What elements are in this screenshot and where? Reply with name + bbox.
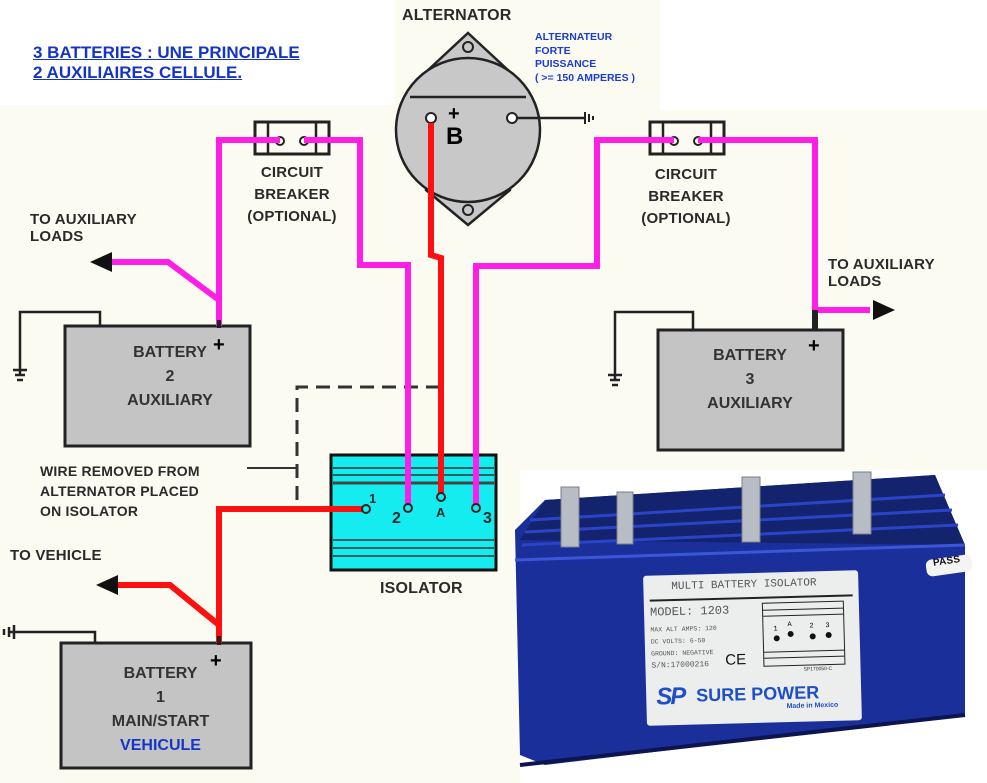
product-max-amps: MAX ALT AMPS: 120 (650, 624, 717, 634)
battery-1-vehicle-note: VEHICULE (120, 737, 201, 754)
product-model: MODEL: 1203 (649, 603, 730, 620)
isolator-terminal-1: 1 (369, 491, 377, 506)
alternator-note: ALTERNATEUR FORTE PUISSANCE ( >= 150 AMP… (535, 31, 635, 84)
to-vehicle-label: TO VEHICLE (10, 547, 102, 564)
battery-3-label: BATTERY 3 AUXILIARY (707, 347, 793, 412)
product-ground: GROUND: NEGATIVE (651, 649, 714, 658)
sure-power-logo-icon: SP (655, 682, 685, 711)
product-studs (560, 471, 872, 548)
title-line-2: 2 AUXILIAIRES CELLULE. (33, 63, 243, 82)
isolator-terminal-3: 3 (483, 510, 493, 527)
isolator-terminals (361, 492, 481, 514)
battery-2-label: BATTERY 2 AUXILIARY (127, 344, 213, 409)
battery-2-body (63, 324, 252, 448)
product-serial: S/N:17000216 (651, 660, 710, 671)
arrow-right-loads (873, 300, 895, 320)
battery-2-plus: + (213, 334, 225, 356)
battery-3-body (656, 328, 845, 452)
isolator-terminal-a: A (436, 505, 446, 520)
alternator-plus: + (448, 103, 460, 125)
battery-1-plus: + (210, 650, 222, 672)
ground-wires (2, 310, 695, 643)
left-aux-loads-label: TO AUXILIARY LOADS (30, 211, 137, 245)
product-label-title: MULTI BATTERY ISOLATOR (671, 577, 817, 594)
battery-1-label: BATTERY 1 MAIN/START VEHICULE (53, 662, 268, 758)
product-part-code: SP170050-C (803, 665, 833, 673)
made-in: Made in Mexico (786, 701, 839, 711)
product-label: MULTI BATTERY ISOLATOR MODEL: 1203 MAX A… (643, 570, 862, 726)
battery-3-plus: + (808, 335, 820, 357)
battery-1-body (59, 641, 253, 770)
pass-badge-shape (925, 554, 973, 577)
aux-wires (110, 137, 870, 505)
alternator-b-terminal: B (446, 123, 464, 150)
circuit-breaker-right-label: CIRCUIT BREAKER (OPTIONAL) (641, 166, 731, 227)
removed-wire-dashed (295, 385, 440, 500)
title-line-1: 3 BATTERIES : UNE PRINCIPALE (33, 43, 300, 62)
isolator-icon (329, 453, 498, 572)
arrow-vehicle (96, 575, 118, 595)
wire-removed-note: WIRE REMOVED FROM ALTERNATOR PLACED ON I… (40, 463, 200, 519)
product-terminal-diagram: 1 A 2 3 (761, 600, 846, 667)
page-title: 3 BATTERIES : UNE PRINCIPALE 2 AUXILIAIR… (33, 43, 300, 83)
alternator-icon (394, 31, 594, 227)
ce-mark: CE (725, 651, 747, 669)
right-aux-loads-label: TO AUXILIARY LOADS (828, 256, 935, 290)
isolator-label: ISOLATOR (380, 580, 463, 597)
arrow-left-loads (90, 252, 112, 272)
main-wires (118, 123, 444, 643)
product-dc-volts: DC VOLTS: 6-50 (650, 637, 706, 646)
isolator-terminal-2: 2 (392, 510, 402, 527)
circuit-breaker-left-label: CIRCUIT BREAKER (OPTIONAL) (247, 164, 337, 225)
alternator-label: ALTERNATOR (402, 7, 512, 24)
